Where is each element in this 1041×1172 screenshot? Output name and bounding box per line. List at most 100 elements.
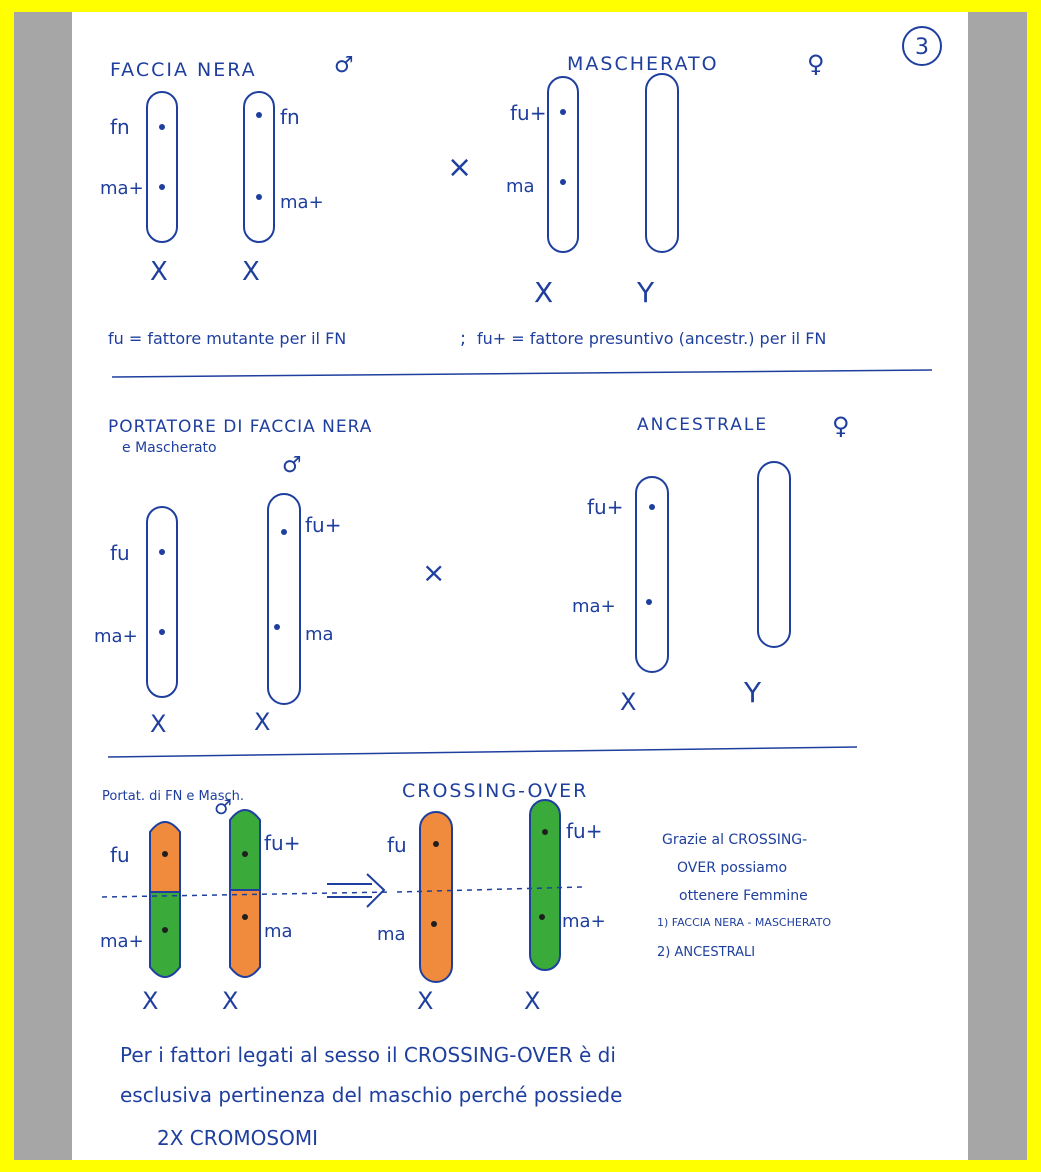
locus-dot — [159, 184, 165, 190]
locus-dot — [646, 599, 652, 605]
label-fu-4: fu — [387, 833, 407, 857]
locus-dot — [159, 629, 165, 635]
locus-dot — [542, 829, 548, 835]
legend-fu-plus: fu+ = fattore presuntivo (ancestr.) per … — [477, 329, 826, 348]
male-symbol-3: ♂ — [214, 795, 232, 819]
crossover-dashed-line-2 — [396, 886, 583, 893]
label-fu-plus-3: fu+ — [587, 495, 623, 519]
chromosome-8-y — [757, 461, 791, 648]
cross-symbol-1: × — [447, 150, 472, 185]
locus-dot — [256, 194, 262, 200]
label-x-10: X — [524, 987, 540, 1015]
chromosome-5-x — [146, 506, 178, 698]
title-crossing-over: CROSSING-OVER — [402, 780, 588, 802]
note-item-2: 2) ANCESTRALI — [657, 945, 755, 960]
handwritten-notes: 3 FACCIA NERA ♂ MASCHERATO ♀ fn ma+ X fn… — [94, 26, 942, 1150]
label-fu-plus-2: fu+ — [305, 513, 341, 537]
female-symbol: ♀ — [807, 50, 825, 78]
label-x-8: X — [222, 987, 238, 1015]
label-x-1: X — [150, 257, 168, 287]
label-x-4: X — [150, 710, 166, 738]
label-ma-1: ma — [506, 176, 535, 197]
label-fu-plus-5: fu+ — [566, 819, 602, 843]
note-item-1: 1) FACCIA NERA - MASCHERATO — [657, 916, 831, 929]
label-ma-plus-5: ma+ — [100, 931, 144, 952]
locus-dot — [281, 529, 287, 535]
locus-dot — [560, 109, 566, 115]
locus-dot — [242, 851, 248, 857]
conclusion-line-3: 2X CROMOSOMI — [157, 1126, 318, 1150]
divider-line-2 — [107, 746, 858, 758]
label-y-1: Y — [636, 276, 655, 309]
chromosome-1-x — [146, 91, 178, 243]
label-ma-3: ma — [264, 921, 293, 942]
note-line-3: ottenere Femmine — [679, 888, 808, 904]
label-ma-2: ma — [305, 624, 334, 645]
locus-dot — [162, 927, 168, 933]
locus-dot — [649, 504, 655, 510]
conclusion-line-2: esclusiva pertinenza del maschio perché … — [120, 1083, 622, 1107]
divider-line-1 — [111, 369, 933, 378]
crossover-dashed-line-1 — [101, 891, 393, 898]
label-fn-2: fn — [280, 105, 300, 129]
label-fu-plus-4: fu+ — [264, 831, 300, 855]
locus-dot — [256, 112, 262, 118]
male-symbol-2: ♂ — [282, 453, 302, 478]
label-ma-plus-2: ma+ — [280, 192, 324, 213]
locus-dot — [162, 851, 168, 857]
locus-dot — [560, 179, 566, 185]
female-symbol-2: ♀ — [832, 412, 850, 440]
chromosome-9-bottom-green — [149, 891, 181, 978]
arrow-right-icon — [327, 873, 386, 908]
locus-dot — [274, 624, 280, 630]
heading-ancestrale: ANCESTRALE — [637, 415, 768, 435]
locus-dot — [159, 549, 165, 555]
label-y-2: Y — [743, 676, 762, 709]
note-line-2: OVER possiamo — [677, 860, 787, 876]
label-x-3: X — [534, 276, 553, 309]
page-number-circle — [902, 26, 942, 66]
label-ma-plus-4: ma+ — [572, 596, 616, 617]
label-ma-plus-3: ma+ — [94, 626, 138, 647]
label-x-2: X — [242, 257, 260, 287]
label-fu-2: fu — [110, 541, 130, 565]
caption-portatore: Portat. di FN e Masch. — [102, 789, 244, 804]
heading-faccia-nera: FACCIA NERA — [110, 59, 257, 81]
chromosome-2-x — [243, 91, 275, 243]
label-fu-3: fu — [110, 843, 130, 867]
locus-dot — [242, 914, 248, 920]
chromosome-4-y — [645, 73, 679, 253]
chromosome-3-x — [547, 76, 579, 253]
chromosome-10-top-green — [229, 809, 261, 891]
conclusion-line-1: Per i fattori legati al sesso il CROSSIN… — [120, 1043, 616, 1067]
locus-dot — [539, 914, 545, 920]
locus-dot — [431, 921, 437, 927]
label-x-5: X — [254, 708, 270, 736]
label-fn-1: fn — [110, 115, 130, 139]
locus-dot — [159, 124, 165, 130]
scanned-page: 3 FACCIA NERA ♂ MASCHERATO ♀ fn ma+ X fn… — [72, 12, 968, 1160]
label-ma-4: ma — [377, 924, 406, 945]
heading-mascherato: MASCHERATO — [567, 53, 719, 75]
label-ma-plus-1: ma+ — [100, 178, 144, 199]
heading-portatore: PORTATORE DI FACCIA NERA — [108, 417, 372, 437]
label-fu-plus-1: fu+ — [510, 101, 546, 125]
chromosome-11-orange — [419, 811, 453, 983]
page-number: 3 — [915, 35, 929, 60]
label-x-9: X — [417, 987, 433, 1015]
legend-separator: ; — [460, 328, 466, 349]
chromosome-12-green — [529, 799, 561, 971]
label-x-6: X — [620, 688, 636, 716]
chromosome-10-bottom-orange — [229, 889, 261, 978]
chromosome-6-x — [267, 493, 301, 705]
label-x-7: X — [142, 987, 158, 1015]
note-line-1: Grazie al CROSSING- — [662, 832, 807, 848]
legend-fu: fu = fattore mutante per il FN — [108, 329, 346, 348]
locus-dot — [433, 841, 439, 847]
label-ma-plus-6: ma+ — [562, 911, 606, 932]
cross-symbol-2: × — [422, 556, 445, 589]
male-symbol: ♂ — [334, 53, 354, 78]
heading-portatore-sub: e Mascherato — [122, 440, 217, 456]
chromosome-7-x — [635, 476, 669, 673]
